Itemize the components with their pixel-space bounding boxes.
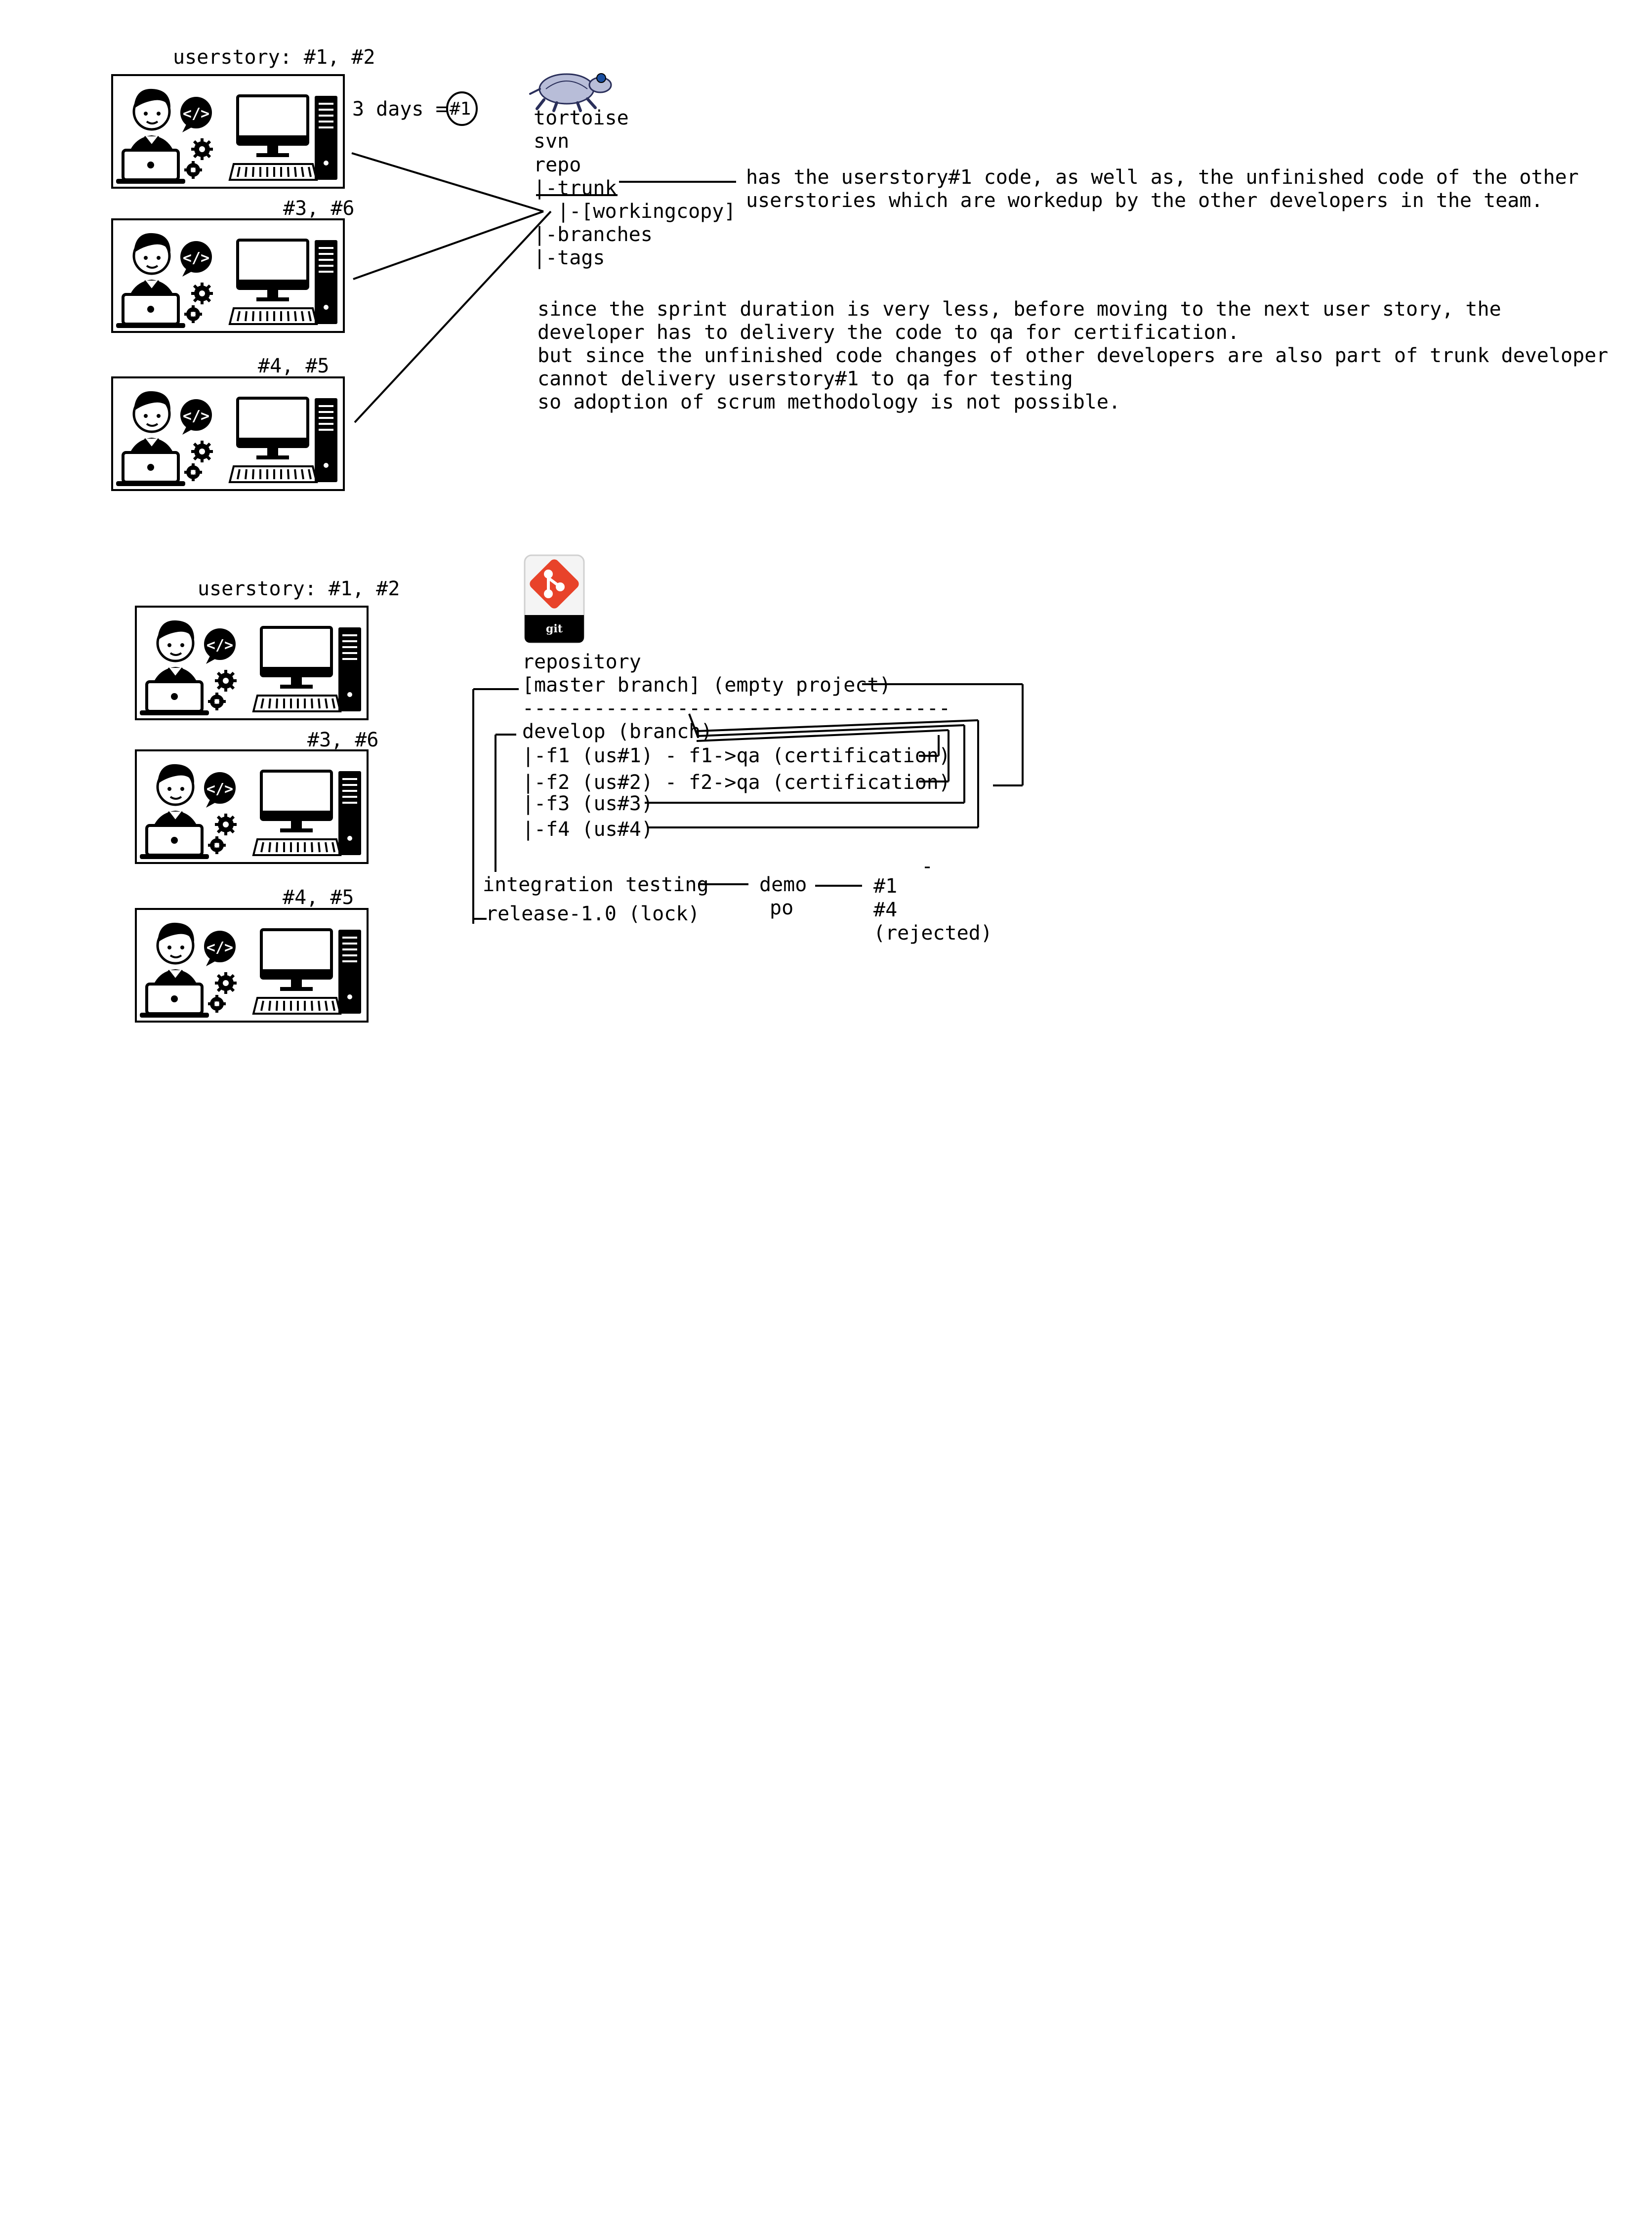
git-feature-f3: |-f3 (us#3) xyxy=(522,792,653,815)
trunk-note-line-0: has the userstory#1 code, as well as, th… xyxy=(746,166,1579,189)
days-text: 3 days = xyxy=(352,98,448,121)
git-dash-mark: - xyxy=(921,855,934,878)
git-logo-icon: git xyxy=(524,554,585,644)
days-circle xyxy=(446,91,478,126)
explanation-line-0: since the sprint duration is very less, … xyxy=(537,298,1501,321)
git-repository: repository xyxy=(522,651,641,673)
git-developer-card-3 xyxy=(135,908,369,1023)
svn-repo-line-6: |-tags xyxy=(534,247,605,269)
git-rejected: (rejected) xyxy=(873,922,992,945)
git-result-1: #1 xyxy=(873,875,898,898)
explanation-line-1: developer has to delivery the code to qa… xyxy=(537,321,1239,344)
trunk-note-line-1: userstories which are workedup by the ot… xyxy=(746,189,1543,212)
git-po: po xyxy=(770,897,794,919)
svn-dev1-label: userstory: #1, #2 xyxy=(173,46,375,69)
svn-dev3-label: #4, #5 xyxy=(258,355,330,377)
git-integration-testing: integration testing xyxy=(483,873,709,896)
git-feature-f1: |-f1 (us#1) - f1->qa (certification) xyxy=(522,744,950,767)
svn-repo-line-5: |-branches xyxy=(534,223,653,246)
git-dev1-label: userstory: #1, #2 xyxy=(198,577,400,600)
tortoise-svn-icon xyxy=(529,73,612,112)
git-dashes: ------------------------------------ xyxy=(522,697,950,720)
svn-developer-card-3 xyxy=(111,376,345,491)
svn-developer-card-1 xyxy=(111,74,345,189)
svn-repo-line-0: tortoise xyxy=(534,107,629,129)
git-demo: demo xyxy=(759,873,807,896)
git-feature-f4: |-f4 (us#4) xyxy=(522,818,653,841)
svn-repo-line-4: |-[workingcopy] xyxy=(534,200,736,223)
svn-dev2-label: #3, #6 xyxy=(283,197,355,220)
git-developer-card-1 xyxy=(135,606,369,720)
explanation-line-3: cannot delivery userstory#1 to qa for te… xyxy=(537,368,1073,390)
git-logo-text: git xyxy=(546,622,563,635)
git-release: release-1.0 (lock) xyxy=(486,903,700,925)
explanation-line-4: so adoption of scrum methodology is not … xyxy=(537,391,1121,413)
git-result-4: #4 xyxy=(873,899,898,921)
svn-repo-line-3: |-trunk xyxy=(534,177,617,200)
git-developer-card-2 xyxy=(135,749,369,864)
git-develop-branch: develop (branch) xyxy=(522,720,713,743)
git-feature-f2: |-f2 (us#2) - f2->qa (certification) xyxy=(522,771,950,794)
git-dev2-label: #3, #6 xyxy=(307,729,379,751)
git-dev3-label: #4, #5 xyxy=(283,886,354,909)
days-circle-label: #1 xyxy=(450,99,471,119)
svn-repo-line-1: svn xyxy=(534,130,570,153)
svn-developer-card-2 xyxy=(111,218,345,333)
git-master-branch: [master branch] (empty project) xyxy=(522,674,891,697)
explanation-line-2: but since the unfinished code changes of… xyxy=(537,344,1609,367)
svn-repo-line-2: repo xyxy=(534,154,581,176)
